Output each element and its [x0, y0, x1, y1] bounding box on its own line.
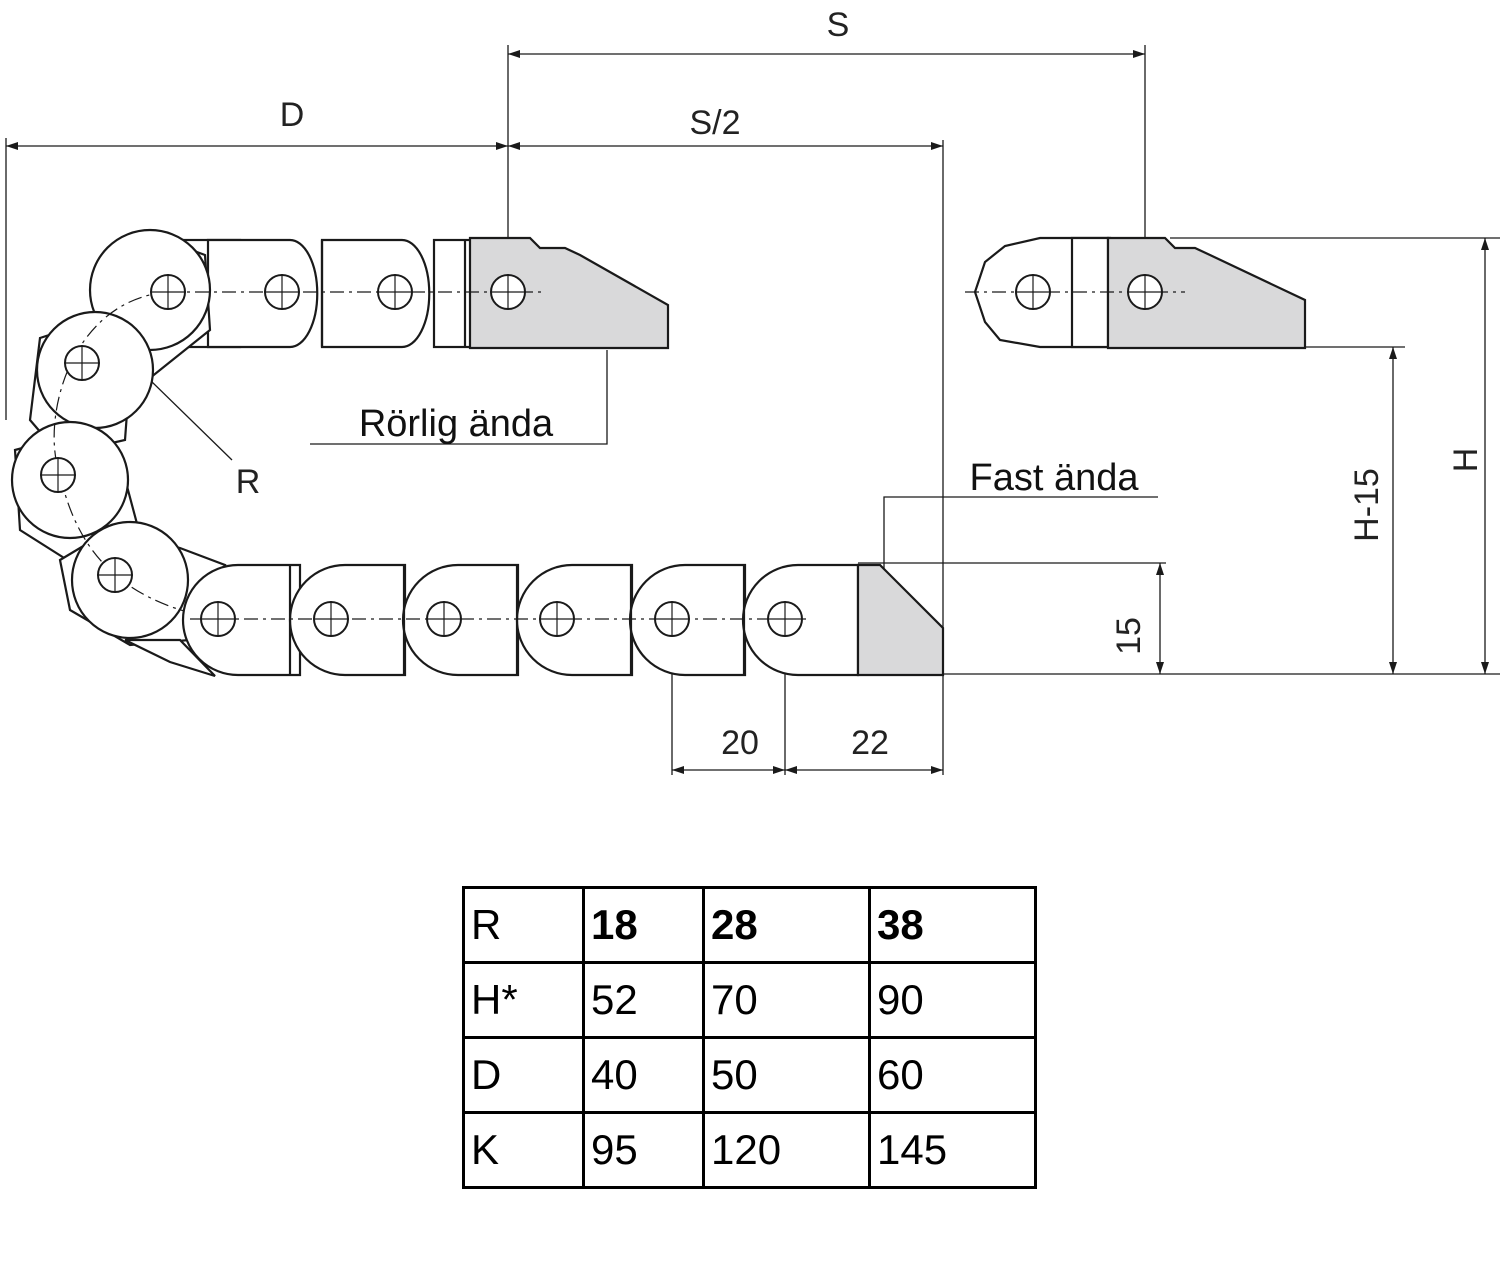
- table-row: D 40 50 60: [462, 1036, 1037, 1114]
- table-row: R 18 28 38: [462, 886, 1037, 964]
- dimension-lines: [6, 50, 1489, 774]
- table-cell: 70: [702, 961, 871, 1039]
- table-cell: 18: [582, 886, 705, 964]
- pin-crosshairs: [40, 274, 1163, 637]
- dim-r-label: R: [236, 463, 261, 501]
- table-cell: 90: [868, 961, 1037, 1039]
- table-cell: 60: [868, 1036, 1037, 1114]
- table-row: K 95 120 145: [462, 1111, 1037, 1189]
- table-cell: 38: [868, 886, 1037, 964]
- table-row: H* 52 70 90: [462, 961, 1037, 1039]
- dim-20-label: 20: [721, 724, 759, 762]
- lower-chain-links: [181, 563, 860, 677]
- bend-centerline: [53, 291, 219, 620]
- lower-fixed-bracket: [856, 563, 945, 677]
- row-label: R: [462, 886, 585, 964]
- table-cell: 50: [702, 1036, 871, 1114]
- table-cell: 145: [868, 1111, 1037, 1189]
- row-label: H*: [462, 961, 585, 1039]
- dim-s-label: S: [827, 6, 850, 44]
- moving-end-bracket: [468, 236, 670, 350]
- table-cell: 40: [582, 1036, 705, 1114]
- upper-chain-links: [178, 238, 476, 349]
- dim-s-half-label: S/2: [689, 104, 740, 142]
- row-label: D: [462, 1036, 585, 1114]
- callout-leaders: [149, 350, 1158, 600]
- end-brackets: [468, 236, 1307, 677]
- dim-22-label: 22: [851, 724, 889, 762]
- table-cell: 95: [582, 1111, 705, 1189]
- moving-end-label: Rörlig ända: [359, 403, 554, 445]
- dim-h-label: H: [1447, 448, 1485, 473]
- table-cell: 28: [702, 886, 871, 964]
- dim-d-label: D: [280, 96, 305, 134]
- bend-links: [10, 228, 227, 678]
- fixed-end-bracket: [1106, 236, 1307, 350]
- row-label: K: [462, 1111, 585, 1189]
- cable-chain-drawing: S D S/2 R H H-15 15 20 22 Rörlig ända Fa…: [5, 6, 1500, 775]
- dim-h-15-label: H-15: [1348, 468, 1386, 542]
- table-cell: 52: [582, 961, 705, 1039]
- dim-15-label: 15: [1110, 617, 1148, 655]
- dimension-table: R 18 28 38 H* 52 70 90 D 40 50 60 K 95 1…: [462, 886, 1037, 1189]
- fixed-end-label: Fast ända: [970, 457, 1140, 499]
- table-cell: 120: [702, 1111, 871, 1189]
